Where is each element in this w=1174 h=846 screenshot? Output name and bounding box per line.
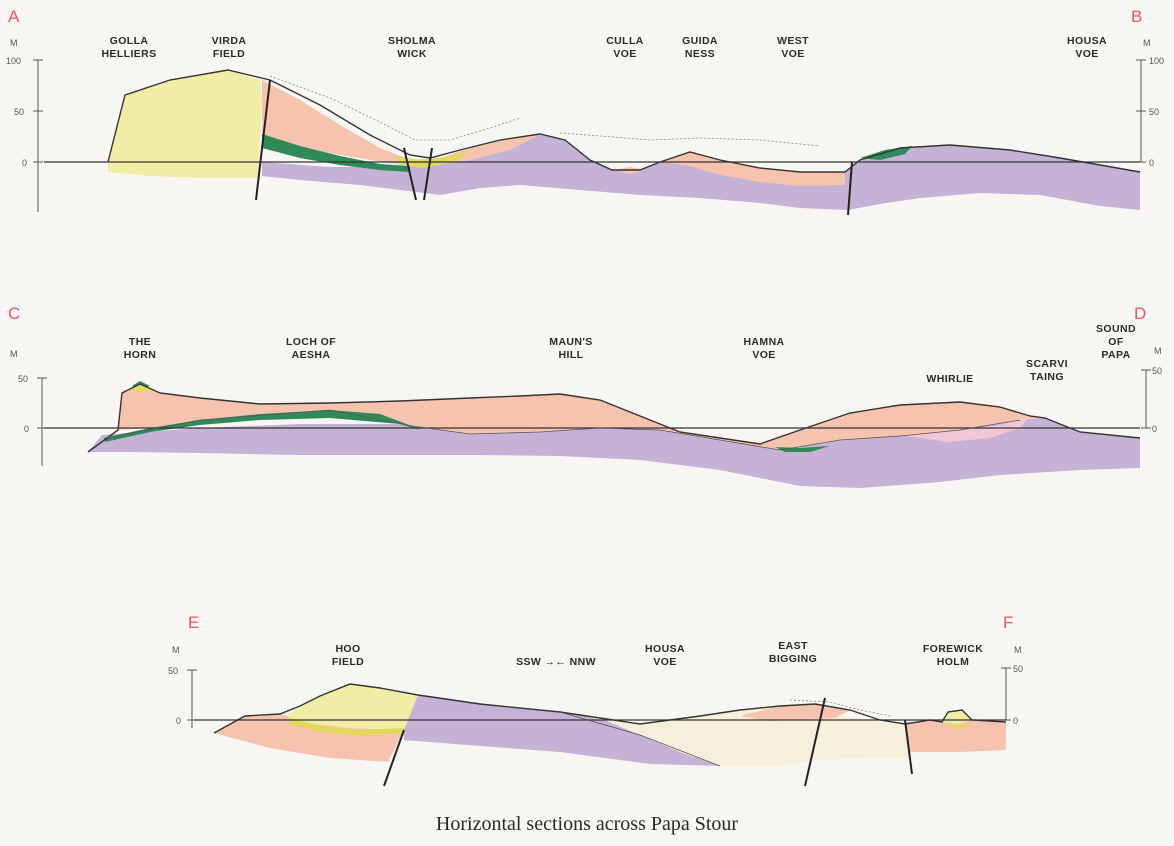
section-a-b-fault-sholma-1 xyxy=(403,147,417,201)
right-tick-50: 50 xyxy=(1149,107,1159,117)
left-tick-50: 50 xyxy=(18,374,28,384)
section-c-d-green-hamna xyxy=(775,446,830,452)
left-tick-0: 0 xyxy=(24,424,29,434)
section-e-f-salmon-west xyxy=(214,714,404,762)
right-tick-100: 100 xyxy=(1149,56,1164,66)
section-a-b-start-label: A xyxy=(8,7,20,26)
section-e-f: E F M 50 0 M 50 0 xyxy=(168,613,1023,787)
section-c-d-yellow-horn-cap xyxy=(128,384,152,392)
section-c-d-end-label: D xyxy=(1134,304,1146,323)
right-scale-unit: M xyxy=(1014,645,1022,655)
section-e-f-ground-profile xyxy=(213,683,1007,734)
section-c-d-right-scale: M 50 0 xyxy=(1141,346,1162,434)
section-a-b: A B M 100 50 0 M 100 50 0 xyxy=(6,7,1164,216)
left-tick-0: 0 xyxy=(22,158,27,168)
section-e-f-salmon-east xyxy=(905,718,1006,752)
section-a-b-salmon-upper xyxy=(262,80,540,168)
right-scale-unit: M xyxy=(1154,346,1162,356)
left-tick-50: 50 xyxy=(168,666,178,676)
left-tick-50: 50 xyxy=(14,107,24,117)
section-e-f-right-scale: M 50 0 xyxy=(1001,645,1023,726)
section-e-f-yellow-drift xyxy=(287,717,404,736)
section-e-f-purple xyxy=(404,695,720,766)
right-scale-unit: M xyxy=(1143,38,1151,48)
section-a-b-end-label: B xyxy=(1131,7,1142,26)
left-scale-unit: M xyxy=(10,38,18,48)
figure-caption: Horizontal sections across Papa Stour xyxy=(436,813,738,835)
section-e-f-fault-east-bigging xyxy=(804,697,826,787)
section-a-b-green-band xyxy=(262,134,410,172)
section-a-b-basement xyxy=(262,134,1140,210)
section-a-b-fault-west-voe xyxy=(847,161,853,216)
section-c-d-ground-profile xyxy=(87,383,1141,453)
section-e-f-cream xyxy=(565,706,910,766)
section-e-f-holm-yellow xyxy=(942,722,974,730)
right-tick-0: 0 xyxy=(1149,158,1154,168)
section-e-f-end-label: F xyxy=(1003,613,1013,632)
section-e-f-yellow-block xyxy=(285,684,418,730)
section-c-d-left-scale: M 50 0 xyxy=(10,349,47,466)
place-label: WHIRLIE xyxy=(926,373,973,385)
left-scale-unit: M xyxy=(10,349,18,359)
section-c-d-basement xyxy=(88,418,1140,488)
section-a-b-salmon-west-voe xyxy=(660,152,845,186)
section-e-f-fault-hoo xyxy=(383,729,405,787)
section-a-b-yellow-block xyxy=(108,70,262,178)
right-tick-50: 50 xyxy=(1013,664,1023,674)
section-c-d-green-band xyxy=(104,410,420,442)
right-tick-0: 0 xyxy=(1013,716,1018,726)
section-a-b-left-scale: M 100 50 0 xyxy=(6,38,43,212)
right-tick-0: 0 xyxy=(1152,424,1157,434)
section-c-d-salmon xyxy=(118,386,1045,450)
section-a-b-fault-sholma-2 xyxy=(423,147,433,201)
section-a-b-fault-virda xyxy=(255,79,271,201)
section-e-f-fault-forewick xyxy=(904,719,913,775)
left-tick-100: 100 xyxy=(6,56,21,66)
section-e-f-left-scale: M 50 0 xyxy=(168,645,197,728)
section-a-b-right-scale: M 100 50 0 xyxy=(1136,38,1164,168)
right-tick-50: 50 xyxy=(1152,366,1162,376)
section-a-b-ground-profile xyxy=(107,69,1141,173)
section-a-b-yellow-drift xyxy=(395,151,470,168)
direction-indicator: SSW →← NNW xyxy=(516,656,596,668)
section-c-d-pink-whirlie xyxy=(905,416,1030,442)
section-c-d-start-label: C xyxy=(8,304,20,323)
left-scale-unit: M xyxy=(172,645,180,655)
left-tick-0: 0 xyxy=(176,716,181,726)
section-e-f-start-label: E xyxy=(188,613,199,632)
